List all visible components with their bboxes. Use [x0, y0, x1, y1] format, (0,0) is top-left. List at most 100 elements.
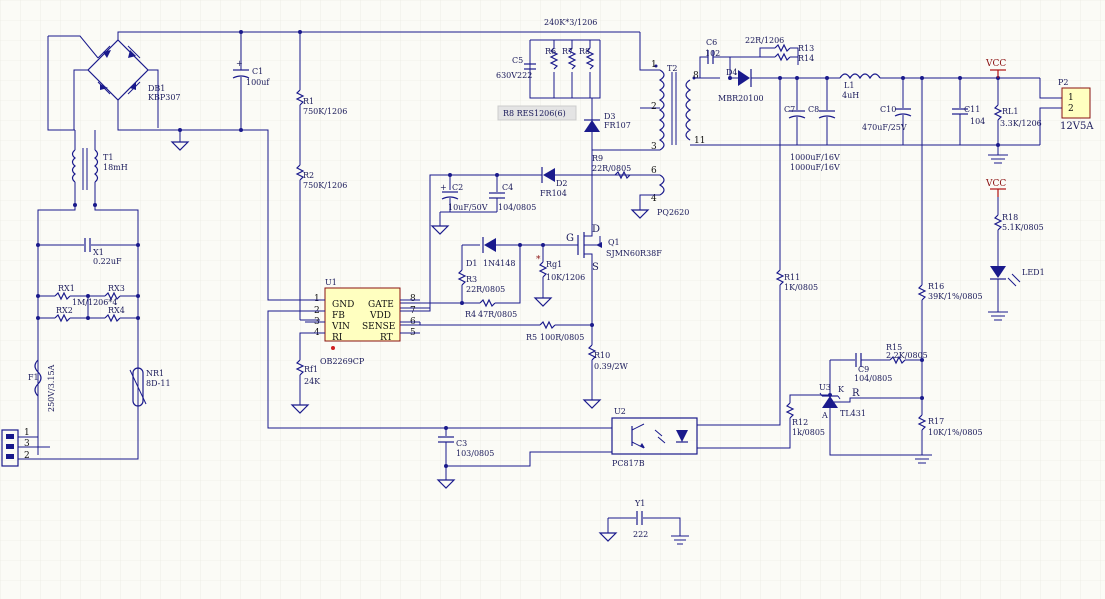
mosfet-q1[interactable] [577, 222, 602, 266]
r13-ref: R13 [798, 44, 814, 53]
u1-pin7-name: VDD [369, 311, 391, 321]
resistor-r1[interactable] [295, 89, 305, 106]
resistor-rf1[interactable] [295, 359, 305, 376]
resistor-rx1[interactable] [54, 291, 71, 301]
u1-pin5-name: RT [380, 333, 393, 343]
r1-value: 750K/1206 [303, 107, 347, 116]
conn-pin-1: 1 [24, 428, 30, 438]
u1-value: OB2269CP [320, 357, 365, 366]
rg1-marker: * [536, 255, 541, 265]
u3-value: TL431 [840, 409, 866, 418]
resistor-r4[interactable] [479, 298, 496, 308]
r678-value: 240K*3/1206 [544, 18, 597, 27]
u1-pin8-num: 8 [410, 294, 416, 304]
r9-value: 22R/0805 [592, 164, 631, 173]
resistor-r18[interactable] [993, 214, 1003, 231]
resistor-r2[interactable] [295, 164, 305, 181]
d1-ref: D1 [466, 259, 478, 268]
c78-value-2: 1000uF/16V [790, 163, 840, 172]
rx1-ref: RX1 [58, 284, 75, 293]
r18-ref: R18 [1002, 213, 1018, 222]
rg1-ref: Rg1 [546, 260, 562, 269]
capacitor-c8[interactable] [818, 110, 836, 119]
resistor-r3[interactable] [457, 269, 467, 286]
capacitor-y1[interactable] [636, 511, 643, 525]
y1-ref: Y1 [634, 499, 645, 508]
resistor-r15[interactable] [889, 355, 906, 365]
capacitor-c2[interactable] [441, 191, 459, 200]
output-connector-p2[interactable] [1061, 87, 1091, 119]
r7-ref: R7 [562, 47, 573, 56]
rg1-value: 10K/1206 [546, 273, 585, 282]
inductor-l1[interactable] [839, 73, 881, 80]
resistor-r14[interactable] [774, 52, 791, 62]
bridge-rectifier-db1[interactable] [87, 39, 149, 101]
d1-value: 1N4148 [483, 259, 515, 268]
resistor-r8[interactable] [585, 47, 595, 70]
r16-value: 39K/1%/0805 [928, 292, 983, 301]
led-led1[interactable] [990, 266, 1021, 287]
l1-ref: L1 [844, 81, 854, 90]
led-ground [988, 311, 1008, 321]
controller-u1[interactable] [324, 287, 401, 350]
capacitor-c7[interactable] [788, 110, 806, 119]
resistor-r12[interactable] [785, 402, 795, 419]
resistor-rx3[interactable] [104, 291, 121, 301]
diode-d1[interactable] [482, 237, 496, 253]
resistor-r10[interactable] [587, 344, 597, 361]
u1-pin2-name: FB [332, 311, 345, 321]
c4-value: 104/0805 [498, 203, 536, 212]
resistor-r9[interactable] [614, 170, 631, 180]
u1-pin6-name: SENSE [362, 322, 395, 332]
optocoupler-u2[interactable] [611, 417, 698, 455]
resistor-r17[interactable] [917, 414, 927, 431]
t2-pin-8: 8 [693, 71, 699, 81]
common-mode-choke-t1[interactable] [71, 148, 99, 190]
resistor-rl1[interactable] [993, 104, 1003, 121]
c10-ref: C10 [880, 105, 896, 114]
r18-value: 5.1K/0805 [1002, 223, 1044, 232]
q1-gate: G [566, 233, 574, 244]
resistor-r16[interactable] [917, 284, 927, 301]
capacitor-c1[interactable] [232, 32, 250, 130]
diode-d3[interactable] [584, 119, 600, 132]
resistor-rg1[interactable] [538, 261, 548, 278]
ac-input-connector[interactable] [1, 429, 19, 467]
resistor-r5[interactable] [539, 320, 556, 330]
f1-ref: F1 [28, 373, 39, 382]
d3-value: FR107 [604, 121, 631, 130]
transformer-t2[interactable] [658, 69, 692, 196]
d3-ref: D3 [604, 112, 616, 121]
q1-ref: Q1 [608, 238, 620, 247]
capacitor-c10[interactable] [894, 108, 912, 117]
resistor-r6[interactable] [549, 47, 559, 70]
nr1-ref: NR1 [146, 369, 164, 378]
d4-ref: D4 [726, 68, 738, 77]
rx4-ref: RX4 [108, 306, 125, 315]
resistor-rx4[interactable] [104, 313, 121, 323]
resistor-rx2[interactable] [54, 313, 71, 323]
capacitor-x1[interactable] [84, 238, 91, 252]
c6-ref: C6 [706, 38, 717, 47]
u3-ref: U3 [819, 383, 831, 392]
r17-value: 10K/1%/0805 [928, 428, 983, 437]
c7-ref: C7 [784, 105, 795, 114]
rx-value: 1M/1206*4 [72, 298, 117, 307]
r12-value: 1k/0805 [792, 428, 825, 437]
fuse-f1[interactable] [34, 359, 42, 397]
t2-value: PQ2620 [657, 208, 689, 217]
resistor-r13[interactable] [774, 43, 791, 53]
resistor-r11[interactable] [775, 269, 785, 286]
c1-value: 100uf [246, 78, 270, 87]
resistor-r7[interactable] [567, 47, 577, 70]
rl1-value: 3.3K/1206 [1000, 119, 1042, 128]
capacitor-c5[interactable] [524, 63, 536, 70]
t2-pin-4: 4 [651, 194, 657, 204]
u2-value: PC817B [612, 459, 645, 468]
c3-value: 103/0805 [456, 449, 494, 458]
r10-ref: R10 [594, 351, 610, 360]
led1-ref: LED1 [1022, 268, 1045, 277]
u1-pin4-name: RI [332, 333, 343, 343]
r1-ref: R1 [303, 97, 314, 106]
